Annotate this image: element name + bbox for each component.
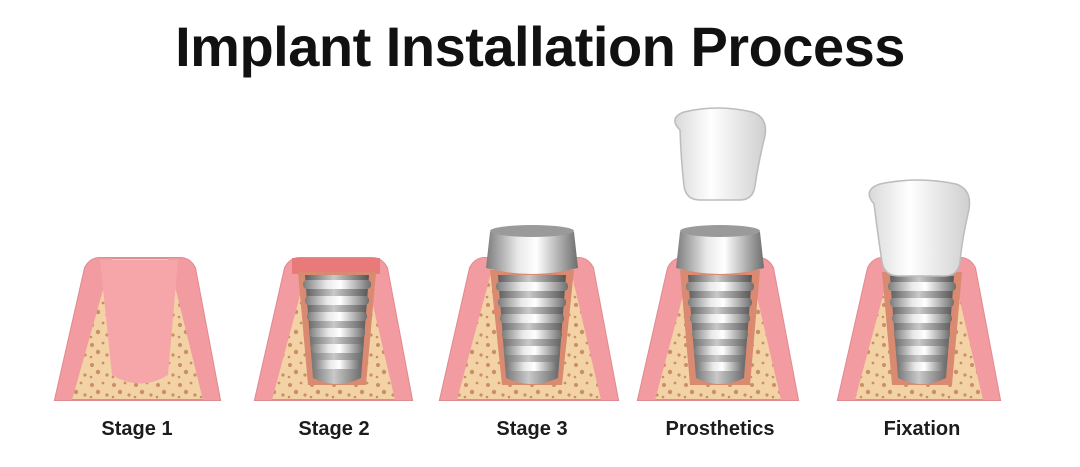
gum-edge [55, 258, 112, 400]
gum-edge [950, 258, 1000, 400]
implant-screw-icon [496, 275, 568, 384]
crown-icon [674, 107, 767, 201]
abutment-icon [676, 225, 764, 274]
stage-label-fixation: Fixation [883, 418, 961, 440]
gum-edge [568, 258, 618, 400]
implant-screw-icon [303, 275, 371, 384]
stage-label-2: Stage 2 [298, 418, 370, 440]
stage-label-1: Stage 1 [101, 418, 173, 440]
stage-label-prosthetics: Prosthetics [665, 418, 775, 440]
gum-flap [292, 258, 380, 274]
implant-screw-icon [686, 275, 754, 384]
gum-edge [440, 258, 495, 400]
gum-edge [638, 258, 693, 400]
socket [100, 260, 178, 384]
gum-edge [255, 258, 310, 400]
stage-1-illustration [53, 257, 222, 401]
page-title: Implant Installation Process [175, 15, 905, 78]
prosthetics-illustration [636, 107, 800, 401]
gum-edge [838, 258, 893, 400]
gum-edge [748, 258, 798, 400]
stage-2-illustration [253, 257, 414, 401]
gum-edge [168, 258, 220, 400]
stage-label-3: Stage 3 [496, 418, 568, 440]
crown-icon [868, 179, 971, 277]
implant-screw-icon [888, 276, 956, 384]
stage-3-illustration [438, 225, 620, 401]
gum-edge [362, 258, 412, 400]
abutment-icon [486, 225, 578, 274]
fixation-illustration [836, 179, 1002, 401]
